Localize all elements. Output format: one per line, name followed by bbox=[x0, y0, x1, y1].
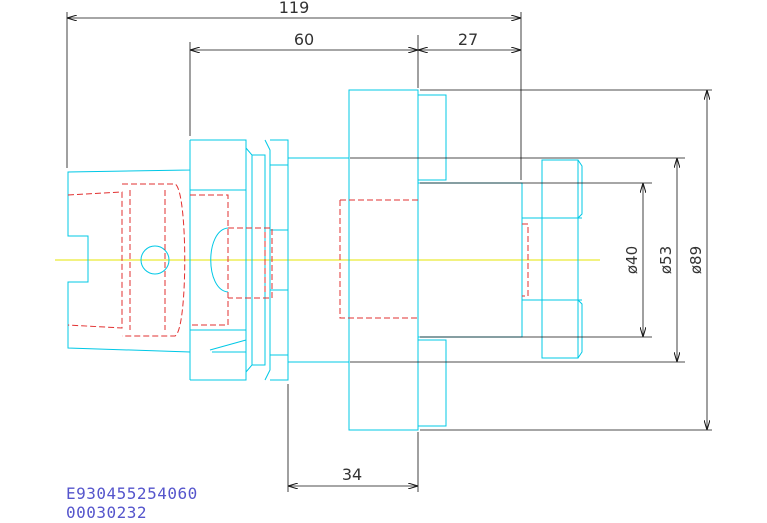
dim-dia-small: ø40 bbox=[623, 246, 641, 274]
dim-overall-length: 119 bbox=[279, 0, 310, 17]
dim-body-length: 34 bbox=[342, 465, 362, 484]
dim-taper-length: 60 bbox=[294, 30, 314, 49]
dim-dia-mid: ø53 bbox=[657, 246, 675, 274]
hidden-lines bbox=[67, 183, 529, 337]
dim-dia-large: ø89 bbox=[687, 246, 705, 274]
part-number: E930455254060 bbox=[66, 484, 198, 503]
dim-flange-length: 27 bbox=[458, 30, 478, 49]
serial-number: 00030232 bbox=[66, 503, 148, 522]
extension-lines bbox=[66, 12, 712, 492]
dimension-lines bbox=[67, 18, 707, 486]
